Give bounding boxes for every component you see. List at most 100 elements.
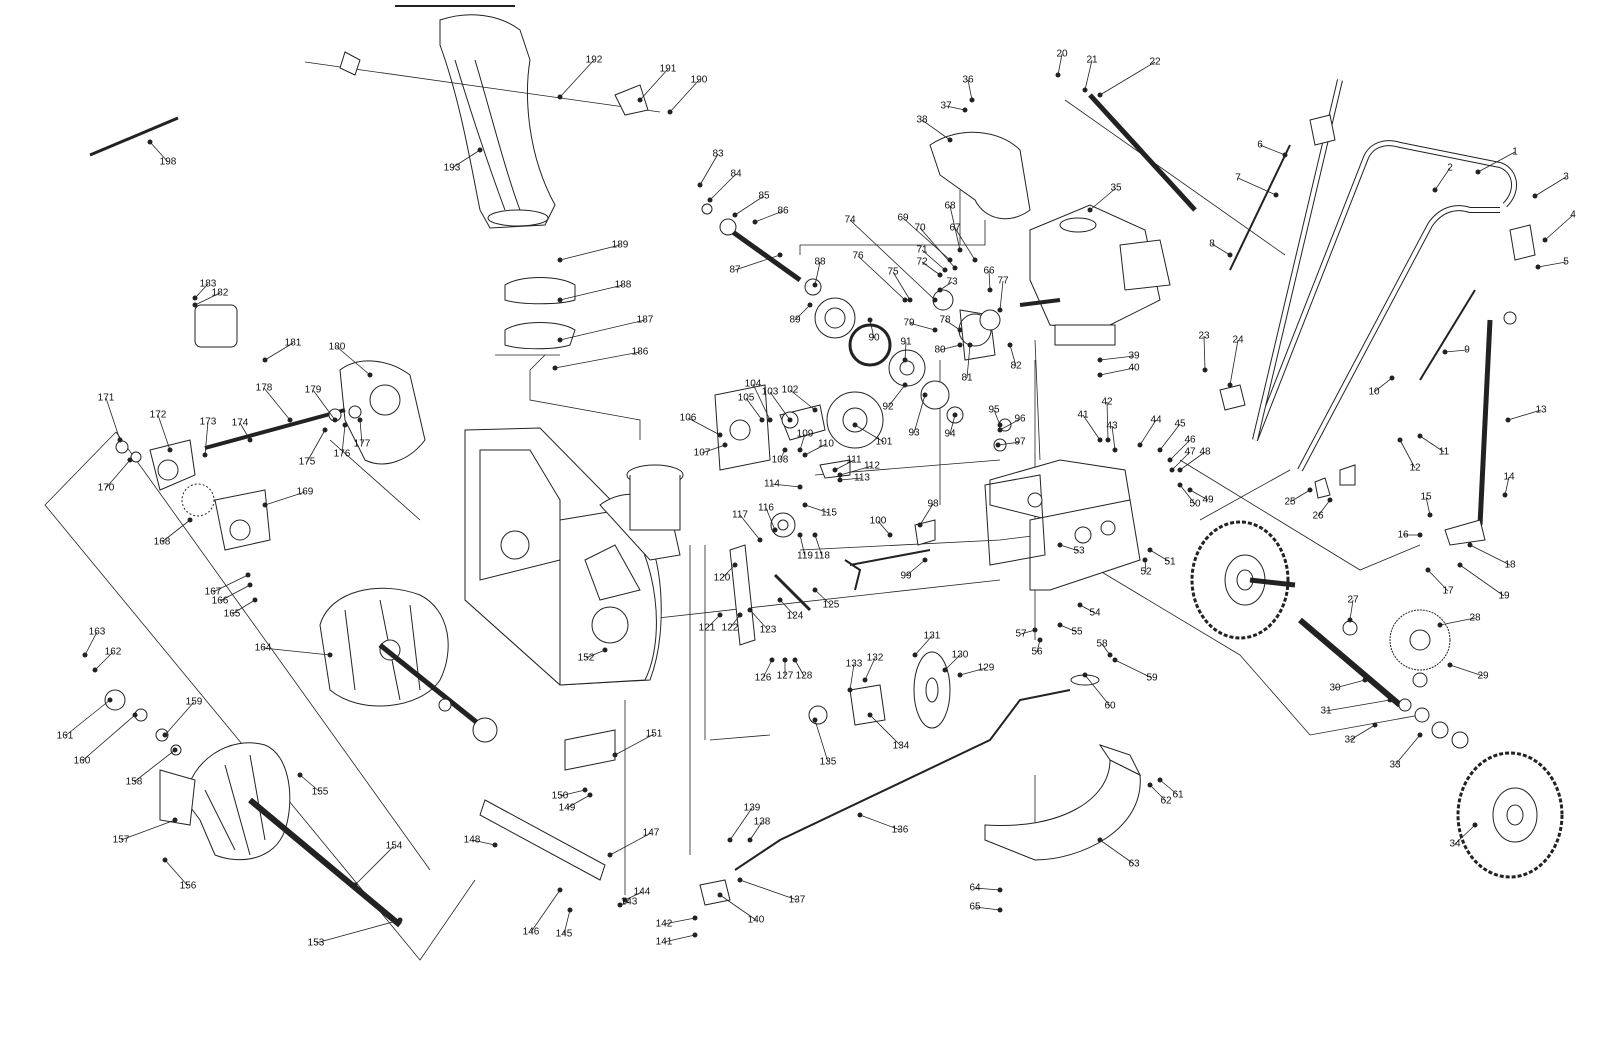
callout-110: 110 [818,439,834,450]
part-marker-3 [1532,193,1538,199]
leader-line-160 [81,714,136,762]
callout-64: 64 [969,883,981,894]
callout-131: 131 [924,631,941,642]
callout-128: 128 [796,671,813,682]
leader-line-167 [212,574,249,593]
part-marker-50 [1177,482,1183,488]
part-marker-46 [1167,457,1173,463]
part-marker-128 [792,657,798,663]
leader-line-94 [949,414,956,435]
callout-100: 100 [870,516,887,527]
part-marker-167 [245,572,251,578]
part-marker-59 [1112,657,1118,663]
callout-36: 36 [962,75,974,86]
leader-line-113 [839,477,863,481]
leader-line-126 [762,659,773,679]
leader-line-13 [1507,409,1542,421]
callout-61: 61 [1172,790,1184,801]
handle-bars [1088,79,1536,546]
leader-line-40 [1099,367,1135,376]
leader-line-116 [765,507,776,531]
leader-line-136 [859,814,901,831]
callout-105: 105 [738,393,755,404]
part-marker-13 [1505,417,1511,423]
leader-line-104 [752,383,771,421]
leader-line-123 [749,609,769,631]
part-marker-27 [1347,617,1353,623]
leader-line-63 [1099,839,1135,865]
callout-34: 34 [1449,839,1461,850]
part-marker-125 [812,587,818,593]
callout-165: 165 [224,609,241,620]
leader-line-98 [919,503,934,526]
callout-18: 18 [1504,560,1516,571]
part-marker-18 [1467,542,1473,548]
leader-line-50 [1179,484,1196,505]
part-marker-19 [1457,562,1463,568]
leader-line-59 [1114,659,1153,679]
callout-149: 149 [559,803,576,814]
leader-line-27 [1349,599,1354,621]
part-marker-116 [772,527,778,533]
callout-20: 20 [1056,49,1068,60]
part-marker-10 [1389,375,1395,381]
leader-line-111 [834,459,855,471]
part-marker-17 [1425,567,1431,573]
leader-line-96 [999,418,1021,431]
part-marker-22 [1097,92,1103,98]
callout-179: 179 [305,385,322,396]
callout-162: 162 [105,647,122,658]
leader-line-187 [559,319,646,341]
callout-5: 5 [1563,257,1569,268]
leader-line-118 [814,534,823,557]
callout-69: 69 [897,213,909,224]
callout-6: 6 [1257,140,1263,151]
callout-130: 130 [952,650,969,661]
part-marker-154 [352,882,358,888]
leader-line-6 [1259,144,1286,156]
leader-line-32 [1349,724,1376,741]
part-marker-109 [797,447,803,453]
part-marker-15 [1427,512,1433,518]
leader-line-55 [1059,624,1078,633]
part-marker-176 [342,422,348,428]
callout-118: 118 [814,551,830,562]
callout-27: 27 [1347,595,1359,606]
leader-line-140 [719,894,757,921]
callout-8: 8 [1209,239,1215,250]
callout-91: 91 [900,337,912,348]
leader-line-190 [669,79,700,113]
engine [1019,204,1171,346]
part-marker-144 [622,897,628,903]
part-marker-174 [247,437,253,443]
part-marker-60 [1082,672,1088,678]
part-marker-168 [187,517,193,523]
leader-line-39 [1099,355,1135,361]
callout-190: 190 [691,75,708,86]
callout-32: 32 [1344,735,1356,746]
callout-142: 142 [656,919,673,930]
part-marker-24 [1227,382,1233,388]
callout-182: 182 [212,288,229,299]
leader-line-119 [799,534,806,557]
part-marker-70 [952,265,958,271]
leader-line-26 [1317,499,1331,517]
part-marker-119 [797,532,803,538]
part-marker-188 [557,297,563,303]
callout-101: 101 [876,437,893,448]
leader-line-129 [959,667,987,676]
callout-95: 95 [988,405,1000,416]
leader-line-53 [1059,544,1080,552]
leader-line-157 [120,819,176,841]
part-marker-105 [759,417,765,423]
leader-line-82 [1009,344,1017,367]
part-marker-52 [1142,557,1148,563]
part-marker-38 [947,137,953,143]
leader-line-44 [1139,419,1157,446]
callout-111: 111 [846,455,862,466]
part-marker-43 [1112,447,1118,453]
auger-left [319,587,498,743]
part-marker-139 [727,837,733,843]
leader-line-45 [1159,423,1181,451]
part-marker-96 [997,427,1003,433]
